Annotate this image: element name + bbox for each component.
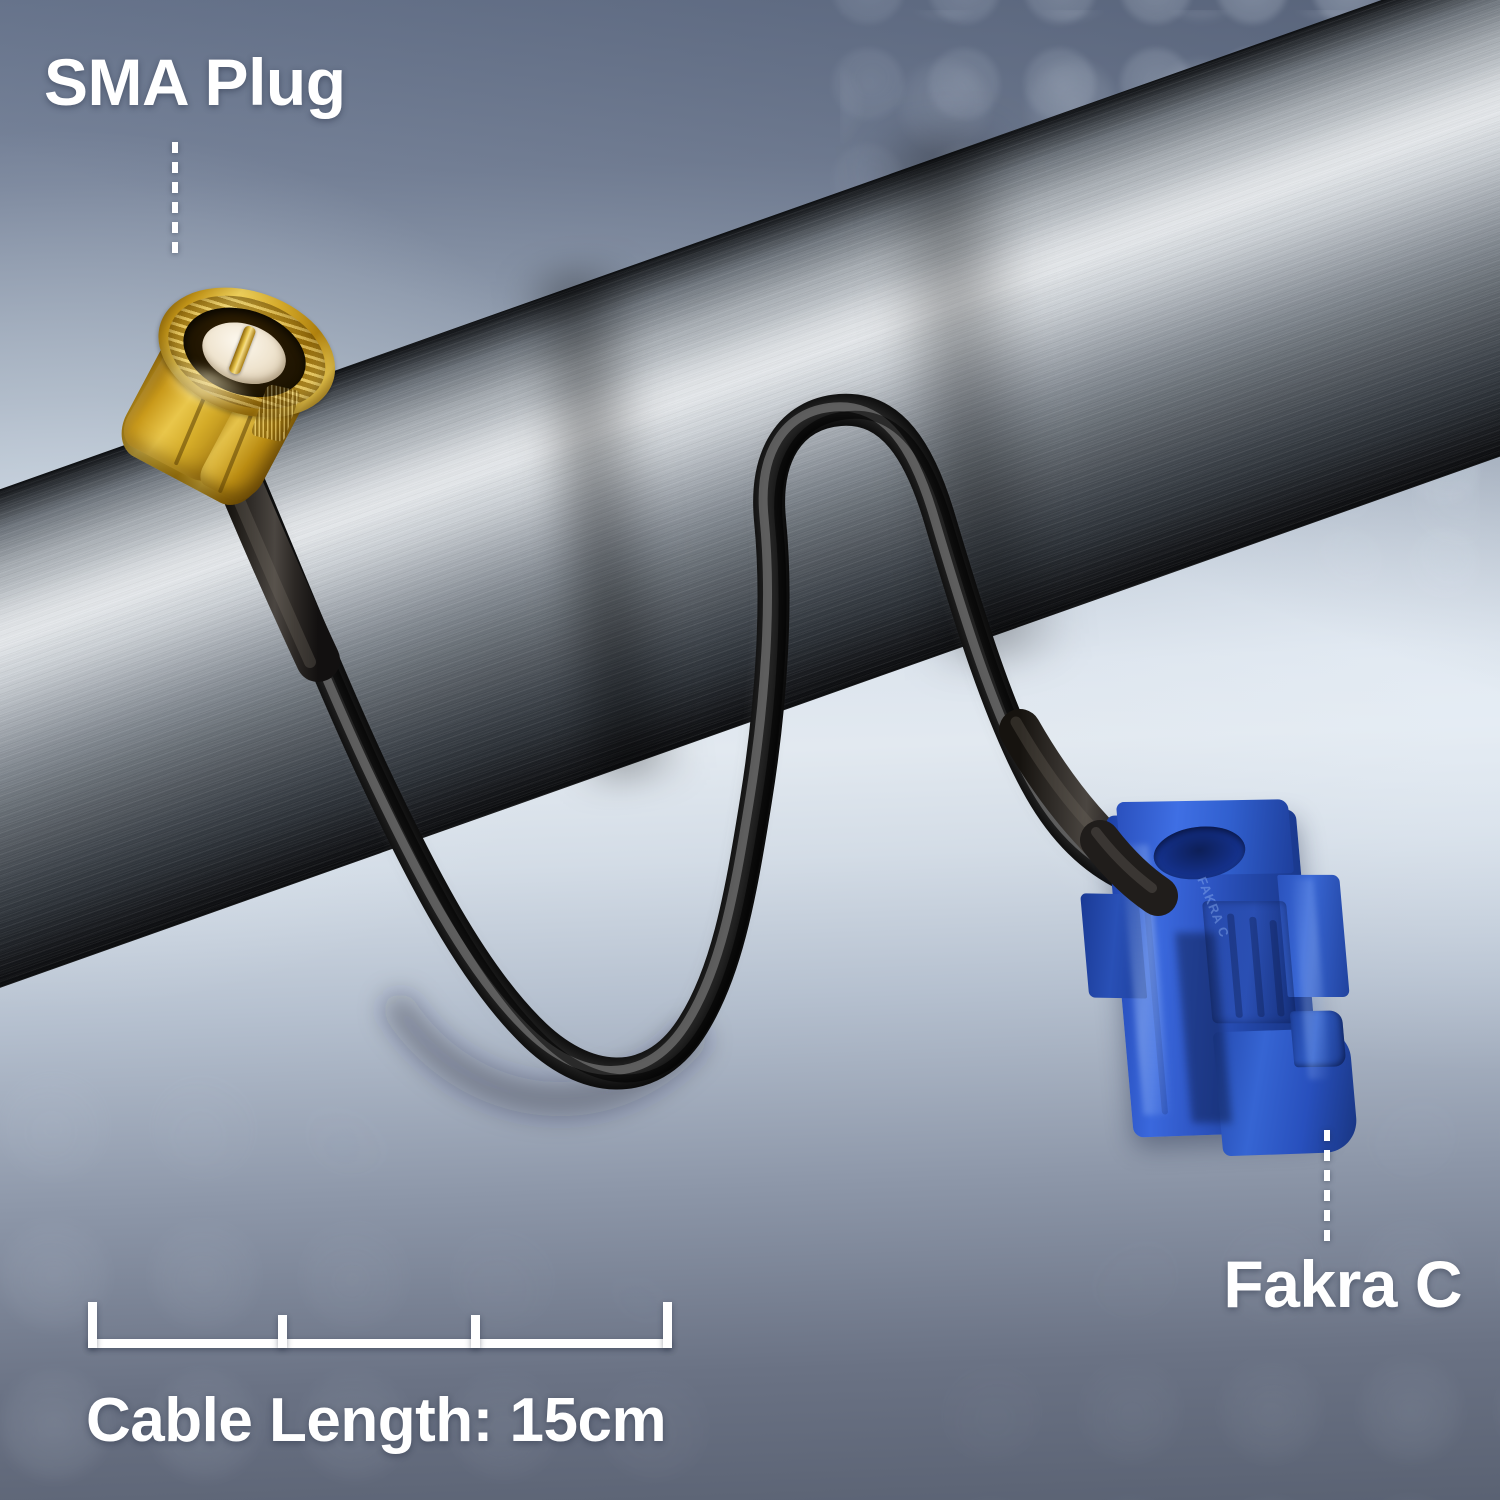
cable-length-scale-bar [88,1302,672,1348]
leader-line-fakra [1324,1130,1330,1248]
label-sma-plug: SMA Plug [44,45,346,119]
leader-line-sma [172,142,178,258]
scale-tick-mid-1 [278,1315,287,1348]
scale-tick-start [88,1302,97,1348]
scale-bar [88,1339,672,1348]
cable-tip-highlight [1091,827,1157,893]
cable-shade-edge [248,410,1161,1083]
bokeh-dots-bottom-left [0,1040,720,1500]
cable-tip-into-fakra [1080,820,1178,916]
scale-tick-end [663,1302,672,1348]
cable-highlight-soft [231,399,1154,1080]
label-cable-length: Cable Length: 15cm [86,1386,667,1455]
scale-tick-mid-2 [471,1315,480,1348]
label-fakra-c: Fakra C [1223,1247,1462,1321]
